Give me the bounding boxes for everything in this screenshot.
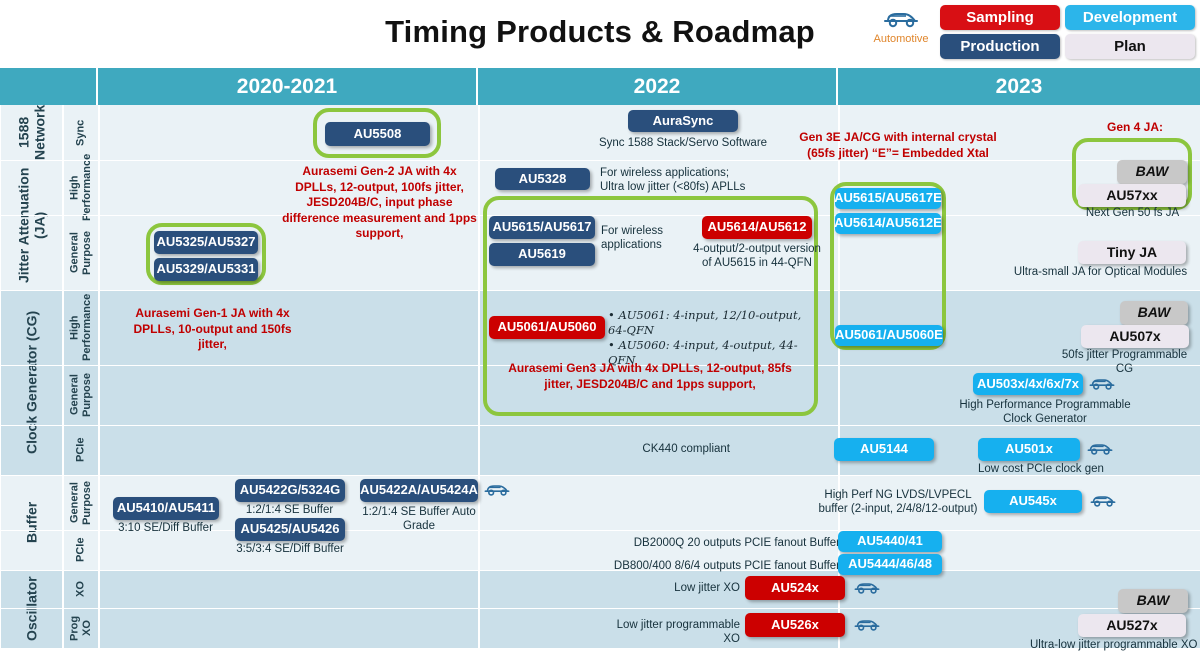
chip-au5615-au5617[interactable]: AU5615/AU5617 xyxy=(489,216,595,239)
column-header-blank xyxy=(0,68,98,105)
sub-label-buf-general-purpose: General Purpose xyxy=(62,475,98,530)
note-au5614-au5612: 4-output/2-output version of AU5615 in 4… xyxy=(693,243,821,270)
group-label-clock-generator: Clock Generator (CG) xyxy=(0,290,62,475)
page-title: Timing Products & Roadmap xyxy=(385,14,815,49)
column-header-2023: 2023 xyxy=(995,75,1043,98)
sub-label-cg-pcie: PCIe xyxy=(62,425,98,475)
note-gen3e: Gen 3E JA/CG with internal crystal (65fs… xyxy=(799,130,997,160)
label-gen4-ja: Gen 4 JA: xyxy=(1106,120,1163,134)
car-icon-au524x xyxy=(854,583,880,594)
chip-au507x[interactable]: AU507x xyxy=(1081,325,1189,348)
note-au5422g: 1:2/1:4 SE Buffer xyxy=(245,504,334,516)
sub-label-cg-general-purpose: General Purpose xyxy=(62,365,98,425)
roadmap-grid: 2020-2021 2022 2023 1588 Network Jitter … xyxy=(0,68,1200,651)
chip-au5614-au5612e[interactable]: AU5614/AU5612E xyxy=(834,213,942,234)
note-next-gen-50fs-ja: Next Gen 50 fs JA xyxy=(1085,207,1180,219)
note-ck440-compliant: CK440 compliant xyxy=(642,443,730,455)
legend-production[interactable]: Production xyxy=(940,34,1060,59)
chip-au5508[interactable]: AU5508 xyxy=(325,122,430,146)
note-au5422a: 1:2/1:4 SE Buffer Auto Grade xyxy=(362,506,476,533)
legend-sampling[interactable]: Sampling xyxy=(940,5,1060,30)
bullets-au5061-au5060: • AU5061: 4-input, 12/10-output, 64-QFN … xyxy=(608,308,802,367)
note-low-jitter-xo: Low jitter XO xyxy=(674,582,740,594)
chip-au526x[interactable]: AU526x xyxy=(745,613,845,637)
note-au5410: 3:10 SE/Diff Buffer xyxy=(118,522,213,534)
group-label-1588-network: 1588 Network xyxy=(0,105,62,160)
car-icon-au526x xyxy=(854,620,880,631)
note-au527x: Ultra-low jitter programmable XO xyxy=(1030,639,1198,651)
group-label-jitter-attenuation: Jitter Attenuation (JA) xyxy=(0,160,62,290)
row-osc-xo xyxy=(0,570,1200,608)
chip-au545x[interactable]: AU545x xyxy=(984,490,1082,513)
note-tiny-ja: Ultra-small JA for Optical Modules xyxy=(1013,266,1188,278)
row-osc-progxo xyxy=(0,608,1200,648)
chip-au501x[interactable]: AU501x xyxy=(978,438,1080,461)
chip-au527x[interactable]: AU527x xyxy=(1078,614,1186,637)
chip-aurasync[interactable]: AuraSync xyxy=(628,110,738,132)
chip-baw-gen4[interactable]: BAW xyxy=(1117,160,1187,184)
chip-au5325-au5327[interactable]: AU5325/AU5327 xyxy=(154,231,258,254)
note-db800-400: DB800/400 8/6/4 outputs PCIE fanout Buff… xyxy=(613,560,840,572)
sub-label-cg-high-performance: High Performance xyxy=(62,290,98,365)
chip-baw-osc[interactable]: BAW xyxy=(1118,589,1188,613)
chip-au5614-au5612[interactable]: AU5614/AU5612 xyxy=(702,216,812,239)
column-header-2022: 2022 xyxy=(478,68,838,105)
page-header: Timing Products & Roadmap Automotive Sam… xyxy=(0,0,1200,68)
note-db2000q: DB2000Q 20 outputs PCIE fanout Buffer xyxy=(633,537,840,549)
sub-label-osc-prog-xo: Prog XO xyxy=(62,608,98,648)
column-header-row: 2020-2021 2022 2023 xyxy=(0,68,1200,105)
note-au5425: 3:5/3:4 SE/Diff Buffer xyxy=(236,543,344,555)
chip-au5444-46-48[interactable]: AU5444/46/48 xyxy=(838,554,942,575)
group-label-buffer: Buffer xyxy=(0,475,62,570)
row-ja-hp xyxy=(0,160,1200,215)
note-aurasync: Sync 1588 Stack/Servo Software xyxy=(598,137,768,149)
chip-au5144[interactable]: AU5144 xyxy=(834,438,934,461)
chip-au5061-au5060e[interactable]: AU5061/AU5060E xyxy=(835,325,943,346)
chip-au5440-41[interactable]: AU5440/41 xyxy=(838,531,942,552)
legend: Automotive Sampling Development Producti… xyxy=(865,3,1195,63)
car-icon-buffer xyxy=(484,485,510,496)
sub-label-ja-high-performance: High Performance xyxy=(62,154,98,221)
note-gen3-ja: Aurasemi Gen3 JA with 4x DPLLs, 12-outpu… xyxy=(508,361,792,391)
chip-au5425-au5426[interactable]: AU5425/AU5426 xyxy=(235,518,345,541)
sub-label-buf-pcie: PCIe xyxy=(62,530,98,570)
group-label-oscillator: Oscillator xyxy=(0,570,62,648)
chip-au524x[interactable]: AU524x xyxy=(745,576,845,600)
note-for-wireless-applications: For wireless applications xyxy=(601,225,663,252)
car-icon-au545x xyxy=(1090,496,1116,507)
chip-au5061-au5060[interactable]: AU5061/AU5060 xyxy=(489,316,605,339)
car-icon xyxy=(884,13,918,28)
note-au501x: Low cost PCIe clock gen xyxy=(978,463,1104,475)
legend-automotive-label: Automotive xyxy=(873,33,929,45)
sub-label-sync: Sync xyxy=(62,105,98,160)
chip-au5422g-5324g[interactable]: AU5422G/5324G xyxy=(235,479,345,502)
chip-tiny-ja[interactable]: Tiny JA xyxy=(1078,241,1186,264)
chip-au5619[interactable]: AU5619 xyxy=(489,243,595,266)
sub-label-osc-xo: XO xyxy=(62,570,98,608)
legend-automotive: Automotive xyxy=(865,7,937,45)
note-au503x: High Performance Programmable Clock Gene… xyxy=(959,399,1131,426)
chip-au57xx[interactable]: AU57xx xyxy=(1078,184,1186,207)
note-au507x: 50fs jitter Programmable CG xyxy=(1061,349,1188,376)
chip-au5615-au5617e[interactable]: AU5615/AU5617E xyxy=(834,188,942,209)
note-gen1-ja: Aurasemi Gen-1 JA with 4x DPLLs, 10-outp… xyxy=(133,306,292,352)
note-low-jitter-prog-xo: Low jitter programmable XO xyxy=(616,619,740,646)
car-icon-cg-gp xyxy=(1089,379,1115,390)
legend-plan[interactable]: Plan xyxy=(1065,34,1195,59)
chip-au5410-au5411[interactable]: AU5410/AU5411 xyxy=(113,497,219,520)
chip-baw-cg[interactable]: BAW xyxy=(1120,301,1188,325)
car-icon-cg-pcie xyxy=(1087,444,1113,455)
row-buf-pcie xyxy=(0,530,1200,570)
chip-au503x-4x-6x-7x[interactable]: AU503x/4x/6x/7x xyxy=(973,373,1083,395)
note-gen2-ja: Aurasemi Gen-2 JA with 4x DPLLs, 12-outp… xyxy=(282,164,477,241)
row-sync xyxy=(0,105,1200,160)
chip-au5329-au5331[interactable]: AU5329/AU5331 xyxy=(154,258,258,281)
column-header-2020-2021: 2020-2021 xyxy=(98,68,478,105)
sub-label-ja-general-purpose: General Purpose xyxy=(62,215,98,290)
note-au545x: High Perf NG LVDS/LVPECL buffer (2-input… xyxy=(818,489,978,516)
chip-au5422a-au5424a[interactable]: AU5422A/AU5424A xyxy=(360,479,478,502)
legend-development[interactable]: Development xyxy=(1065,5,1195,30)
note-au5328: For wireless applications; Ultra low jit… xyxy=(600,167,746,194)
chip-au5328[interactable]: AU5328 xyxy=(495,168,590,190)
